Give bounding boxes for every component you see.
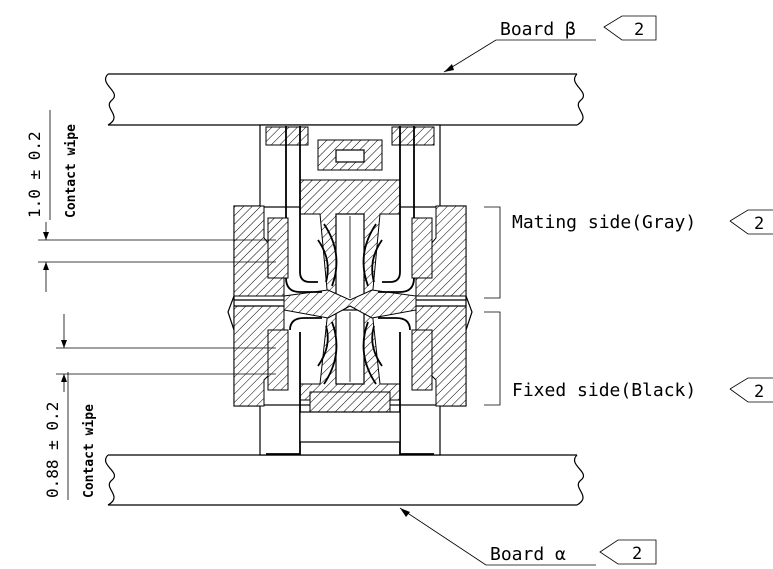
lower-dimension: 0.88 ± 0.2 Contact wipe bbox=[43, 314, 276, 500]
board-beta bbox=[105, 73, 584, 126]
fixed-side-bracket bbox=[484, 311, 501, 406]
connector-assembly bbox=[227, 124, 473, 456]
board-alpha-label: Board α bbox=[490, 544, 566, 565]
lower-dim-caption: Contact wipe bbox=[82, 404, 97, 498]
upper-dim-value: 1.0 ± 0.2 bbox=[25, 131, 44, 218]
lower-dim-value: 0.88 ± 0.2 bbox=[43, 402, 62, 498]
fixed-side-label: Fixed side(Black) bbox=[512, 380, 696, 401]
mating-side-note-ref: 2 bbox=[754, 214, 764, 234]
mating-side-bracket bbox=[484, 206, 501, 299]
fixed-side-callout: Fixed side(Black) 2 bbox=[512, 377, 773, 403]
fixed-side-note-ref: 2 bbox=[754, 382, 764, 402]
upper-dimension: 1.0 ± 0.2 Contact wipe bbox=[25, 110, 276, 292]
mating-side-callout: Mating side(Gray) 2 bbox=[512, 209, 773, 235]
upper-dim-caption: Contact wipe bbox=[64, 124, 79, 218]
board-alpha-callout: Board α 2 bbox=[399, 507, 657, 566]
board-alpha bbox=[105, 454, 584, 506]
mating-side-label: Mating side(Gray) bbox=[512, 212, 696, 233]
board-beta-note-ref: 2 bbox=[634, 20, 644, 40]
board-alpha-note-ref: 2 bbox=[632, 544, 642, 564]
board-beta-callout: Board β 2 bbox=[443, 15, 657, 73]
board-beta-label: Board β bbox=[500, 19, 576, 40]
